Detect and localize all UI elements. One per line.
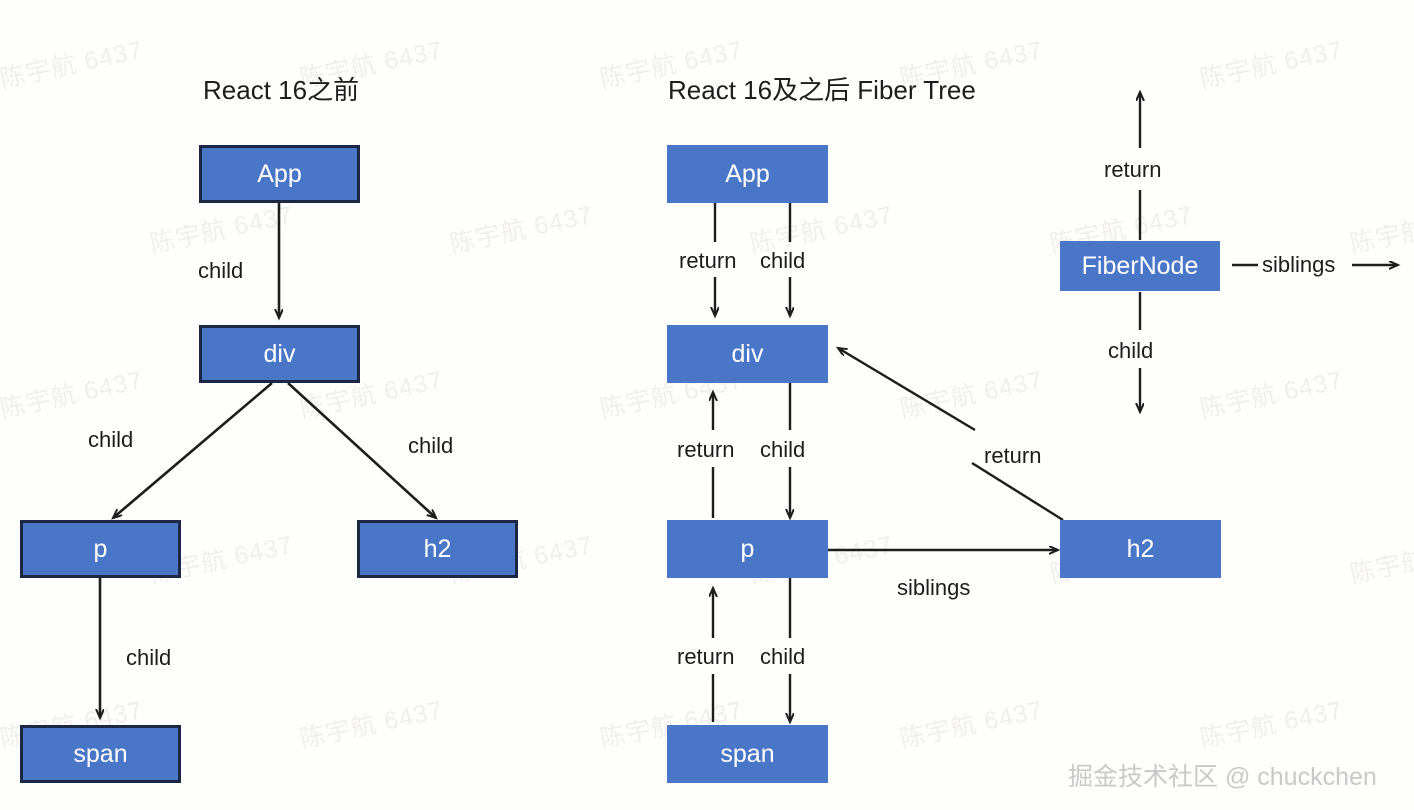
right-label-app-div-child: child — [760, 248, 806, 273]
left-label-p-span-child: child — [126, 645, 172, 670]
right-node-span[interactable]: span — [667, 725, 828, 783]
right-label-div-p-return: return — [677, 437, 735, 462]
watermark-text: 陈宇航 6437 — [1197, 35, 1346, 94]
right-label-p-span-return: return — [677, 644, 735, 669]
right-edge-h2-div-return-seg1 — [971, 461, 1064, 522]
right-node-app[interactable]: App — [667, 145, 828, 203]
left-edge-div-p — [113, 382, 273, 518]
left-node-app[interactable]: App — [199, 145, 360, 203]
left-node-span[interactable]: span — [20, 725, 181, 783]
left-label-div-p-child: child — [88, 427, 134, 452]
right-label-div-p-child: child — [760, 437, 806, 462]
right-node-p[interactable]: p — [667, 520, 828, 578]
left-node-h2[interactable]: h2 — [357, 520, 518, 578]
right-label-app-div-return: return — [679, 248, 737, 273]
watermark-text: 陈宇航 6437 — [897, 365, 1046, 424]
left-node-p[interactable]: p — [20, 520, 181, 578]
left-label-app-div-child: child — [198, 258, 244, 283]
watermark-text: 陈宇航 6437 — [0, 35, 146, 94]
watermark-text: 陈宇航 6437 — [0, 365, 146, 424]
watermark-text: 陈宇航 6437 — [1197, 365, 1346, 424]
legend-label-return: return — [1104, 157, 1162, 182]
credit-watermark: 掘金技术社区 @ chuckchen — [1068, 763, 1377, 791]
legend-label-siblings: siblings — [1262, 252, 1336, 277]
right-edge-h2-div-return-seg2 — [838, 348, 976, 432]
watermark-text: 陈宇航 6437 — [1197, 695, 1346, 754]
watermark-text: 陈宇航 6437 — [897, 695, 1046, 754]
right-label-p-span-child: child — [760, 644, 806, 669]
right-label-h2-div-return: return — [984, 443, 1042, 468]
left-node-div[interactable]: div — [199, 325, 360, 383]
right-label-p-h2-siblings: siblings — [897, 575, 971, 600]
watermark-text: 陈宇航 6437 — [1347, 201, 1414, 259]
legend-label-child: child — [1108, 338, 1154, 363]
right-diagram-title: React 16及之后 Fiber Tree — [668, 75, 976, 105]
watermark-text: 陈宇航 6437 — [447, 200, 596, 259]
right-node-h2[interactable]: h2 — [1060, 520, 1221, 578]
legend-node-fibernode[interactable]: FiberNode — [1060, 241, 1220, 291]
right-node-div[interactable]: div — [667, 325, 828, 383]
watermark-text: 陈宇航 6437 — [297, 695, 446, 754]
left-label-div-h2-child: child — [408, 433, 454, 458]
left-diagram-title: React 16之前 — [203, 75, 360, 105]
watermark-text: 陈宇航 6437 — [147, 200, 296, 259]
watermark-text: 陈宇航 6437 — [1347, 531, 1414, 589]
